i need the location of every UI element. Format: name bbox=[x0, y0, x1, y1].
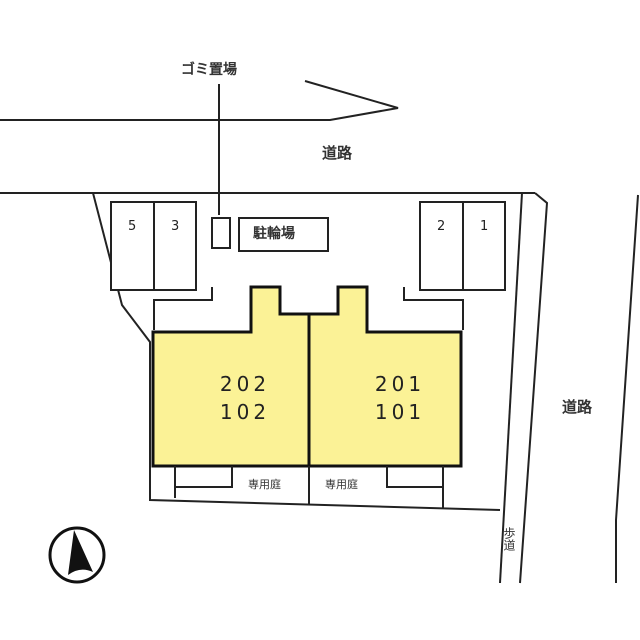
parking-left bbox=[110, 201, 197, 291]
road-top-lines bbox=[0, 80, 535, 194]
road-top-label: 道路 bbox=[322, 144, 353, 162]
unit-left: 202 102 bbox=[190, 370, 300, 426]
private-garden-right-label: 専用庭 bbox=[325, 478, 358, 491]
unit-right-lower: 101 bbox=[374, 400, 426, 424]
parking-space-3: 3 bbox=[171, 219, 180, 234]
sidewalk-label: 歩道 bbox=[502, 527, 516, 551]
parking-space-1: 1 bbox=[480, 219, 489, 234]
unit-right: 201 101 bbox=[345, 370, 455, 426]
private-gardens bbox=[174, 466, 444, 508]
garbage-area-label: ゴミ置場 bbox=[181, 62, 237, 78]
unit-left-lower: 102 bbox=[219, 400, 271, 424]
north-arrow-icon bbox=[48, 526, 106, 584]
parking-right bbox=[419, 201, 506, 291]
private-garden-left-label: 専用庭 bbox=[248, 478, 281, 491]
road-right-line bbox=[615, 194, 639, 583]
road-right-label: 道路 bbox=[562, 398, 593, 416]
bicycle-parking-box bbox=[238, 217, 329, 252]
building bbox=[151, 285, 463, 468]
parking-space-2: 2 bbox=[437, 219, 446, 234]
garbage-area-box bbox=[211, 217, 231, 249]
bicycle-parking-label: 駐輪場 bbox=[253, 226, 295, 242]
unit-right-upper: 201 bbox=[374, 372, 426, 396]
unit-left-upper: 202 bbox=[219, 372, 271, 396]
parking-space-5: 5 bbox=[128, 219, 137, 234]
